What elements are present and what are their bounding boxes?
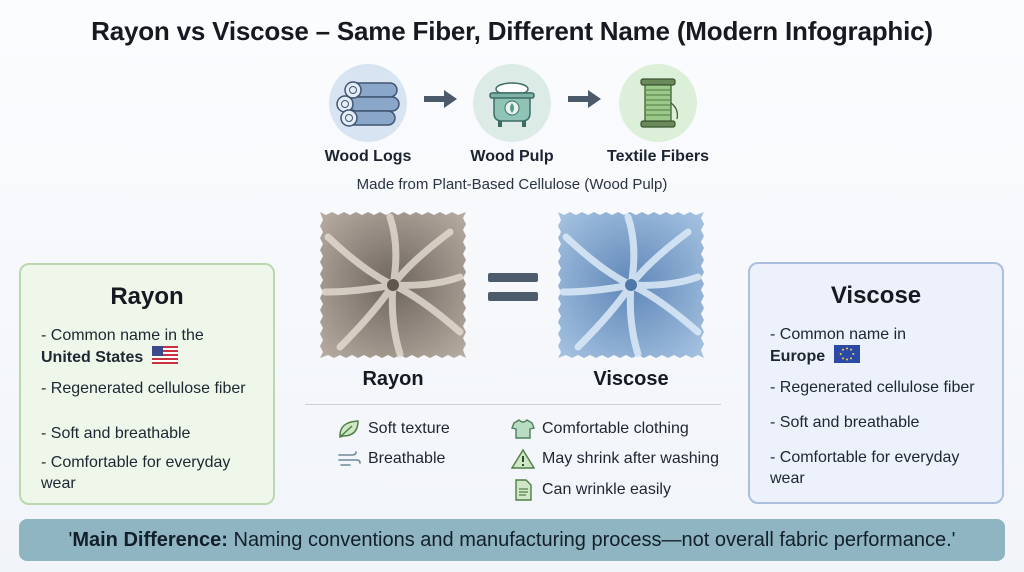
arrow-right-icon [424,90,457,108]
list-item: - Common name in Europe [770,326,907,365]
viscose-fabric-swatch [558,212,704,358]
pulp-pot-icon [473,64,551,142]
viscose-card-title: Viscose [830,282,922,309]
list-item: - Regenerated cellulose fiber [770,379,975,396]
list-item: - Comfortable for everyday wear [770,449,960,487]
warning-icon [510,448,536,470]
feature-may-shrink: May shrink after washing [510,448,719,470]
rayon-card-title: Rayon [110,283,184,310]
feature-soft-texture: Soft texture [336,418,450,440]
process-step-textile-fibers: Textile Fibers [593,64,723,166]
list-item: - Common name in the United States [41,327,204,366]
list-item: - Comfortable for everyday wear [41,454,231,492]
process-label: Textile Fibers [607,148,709,165]
divider [305,404,721,405]
feature-breathable: Breathable [336,448,445,470]
rayon-swatch-label: Rayon [362,368,424,390]
us-flag-icon [151,346,178,364]
tshirt-icon [510,418,536,440]
list-item: - Regenerated cellulose fiber [41,380,246,397]
eu-flag-icon [833,345,860,363]
viscose-card: Viscose - Common name in Europe - Regene… [748,262,1004,504]
rayon-fabric-swatch [320,212,466,358]
viscose-swatch-label: Viscose [593,368,669,390]
feature-comfortable-clothing: Comfortable clothing [510,418,689,440]
thread-spool-icon [619,64,697,142]
leaf-icon [336,418,362,440]
process-caption: Made from Plant-Based Cellulose (Wood Pu… [356,176,668,193]
process-step-wood-pulp: Wood Pulp [447,64,577,166]
process-step-wood-logs: Wood Logs [303,64,433,166]
process-label: Wood Pulp [470,148,554,165]
rayon-card: Rayon - Common name in the United States… [19,263,275,505]
main-difference-banner: 'Main Difference: Naming conventions and… [19,519,1005,561]
page-title: Rayon vs Viscose – Same Fiber, Different… [91,16,933,46]
arrow-right-icon [568,90,601,108]
document-icon [510,479,536,501]
list-item: - Soft and breathable [770,414,920,431]
process-label: Wood Logs [324,148,412,165]
feature-can-wrinkle: Can wrinkle easily [510,479,671,501]
wood-logs-icon [329,64,407,142]
equals-icon [488,273,538,301]
wind-icon [336,448,362,470]
list-item: - Soft and breathable [41,425,191,442]
